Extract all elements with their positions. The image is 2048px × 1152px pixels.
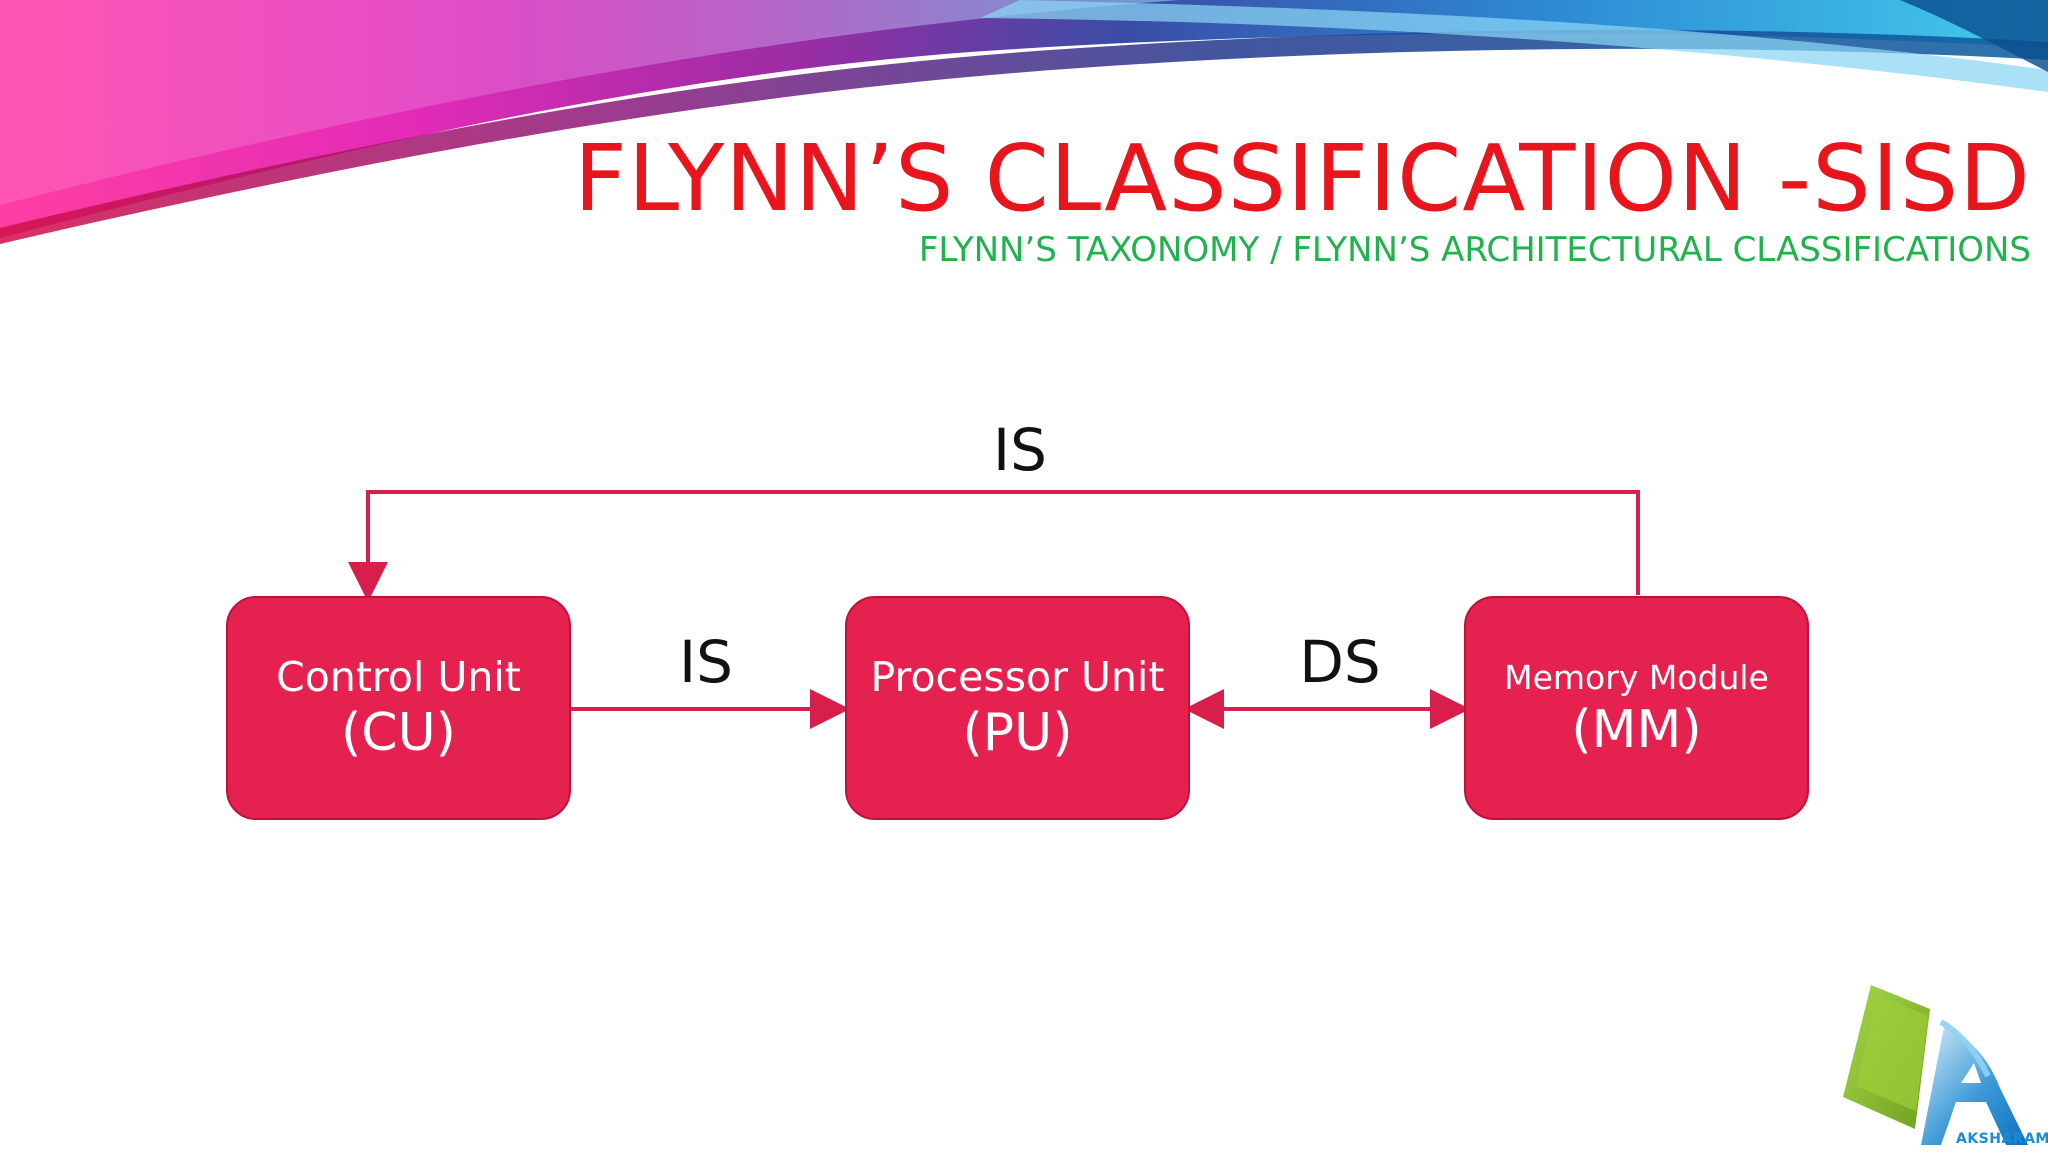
header-swoosh [0, 0, 2048, 244]
aksharam-logo-icon [1843, 985, 2028, 1145]
aksharam-logo-text: AKSHARAM [1956, 1131, 2048, 1147]
data-stream-label: DS [1299, 628, 1381, 696]
instruction-stream-label-top: IS [993, 416, 1047, 484]
slide-subtitle: FLYNN’S TAXONOMY / FLYNN’S ARCHITECTURAL… [918, 230, 2031, 270]
memory-module-abbr: (MM) [1571, 700, 1702, 761]
control-unit-name: Control Unit [276, 653, 521, 702]
slide-title: FLYNN’S CLASSIFICATION -SISD [573, 125, 2031, 232]
processor-unit-box: Processor Unit (PU) [845, 596, 1190, 820]
processor-unit-abbr: (PU) [962, 702, 1073, 763]
control-unit-box: Control Unit (CU) [226, 596, 571, 820]
instruction-stream-label: IS [679, 628, 733, 696]
processor-unit-name: Processor Unit [870, 653, 1165, 702]
memory-module-name: Memory Module [1504, 658, 1769, 697]
memory-module-box: Memory Module (MM) [1464, 596, 1809, 820]
control-unit-abbr: (CU) [341, 702, 456, 763]
edge-mm-to-cu [348, 490, 1640, 602]
